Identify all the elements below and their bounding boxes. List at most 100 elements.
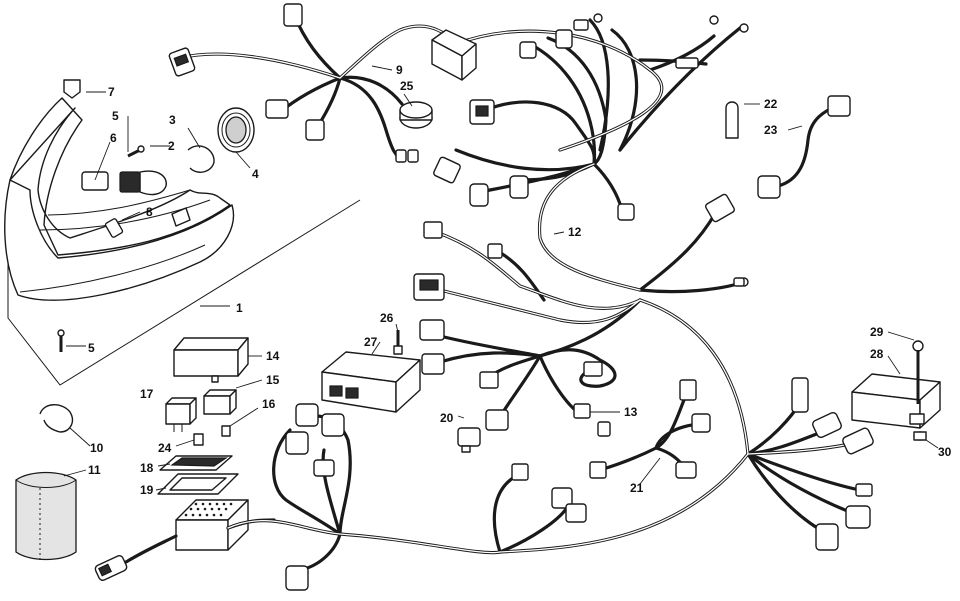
callout-27: 27 (364, 335, 378, 349)
callout-10: 10 (90, 441, 104, 455)
fuse-box-gasket (155, 473, 239, 495)
connector-21-bottom (675, 461, 697, 479)
headlight-bulb (81, 170, 167, 196)
retaining-clip (187, 145, 215, 173)
connector-s (485, 409, 509, 431)
callout-6: 6 (110, 131, 117, 145)
bolt-26 (393, 330, 403, 355)
loose-parts (15, 337, 263, 561)
connector-l (705, 193, 735, 223)
connector-af (842, 427, 874, 455)
connector-i (519, 41, 537, 59)
fuse-small (175, 433, 204, 447)
bulb-boot (217, 107, 255, 153)
wire-clip (725, 101, 739, 139)
connector-ag (855, 483, 873, 497)
connector-ab (313, 459, 335, 477)
callout-20: 20 (440, 411, 454, 425)
callout-22: 22 (764, 97, 778, 111)
hose-clamp (39, 404, 74, 433)
callout-24: 24 (158, 441, 172, 455)
callout-30: 30 (938, 445, 952, 459)
fuse-panel-label (157, 455, 233, 471)
relay-small (165, 397, 197, 432)
callout-19: 19 (140, 483, 154, 497)
callout-26: 26 (380, 311, 394, 325)
connector-n (487, 243, 503, 259)
fuse (221, 407, 259, 437)
connector-w (551, 487, 573, 509)
callout-labels: 1 2 3 4 5 5 6 7 8 9 10 11 12 13 14 15 16… (88, 63, 952, 497)
screw-lower (57, 329, 65, 352)
connector-f (433, 156, 461, 184)
bolt-29 (912, 340, 924, 404)
connector-x (565, 503, 587, 523)
relay-box (173, 337, 262, 383)
connector-j (555, 29, 573, 49)
connector-h (509, 175, 529, 199)
connector-d (305, 119, 325, 141)
headlight-assembly (4, 79, 361, 386)
diagnostic-plug (94, 555, 128, 581)
leader-lines (371, 65, 939, 485)
callout-2: 2 (168, 139, 175, 153)
callout-13: 13 (624, 405, 638, 419)
connector-c (265, 99, 289, 119)
connector-21-top (679, 379, 697, 401)
callout-5-lower: 5 (88, 341, 95, 355)
connector-21-left (589, 461, 607, 479)
callout-7: 7 (108, 85, 115, 99)
wire-harness (124, 12, 862, 572)
terminal-b (407, 149, 419, 163)
connector-ac (285, 565, 309, 591)
callout-16: 16 (262, 397, 276, 411)
connector-ae (812, 411, 842, 439)
connector-23-top (827, 95, 851, 117)
callout-1: 1 (236, 301, 243, 315)
headlight-bracket (63, 79, 81, 99)
callout-14: 14 (266, 349, 280, 363)
connector-v (511, 463, 529, 481)
callout-29: 29 (870, 325, 884, 339)
ring-terminal-2 (675, 57, 699, 69)
connector-20 (457, 427, 481, 453)
callout-15: 15 (266, 373, 280, 387)
callout-23: 23 (764, 123, 778, 137)
connector-main-top (431, 29, 477, 81)
connector-m (423, 221, 443, 239)
callout-9: 9 (396, 63, 403, 77)
connector-t (573, 403, 591, 419)
connector-g (469, 183, 489, 207)
connector-23-bottom (757, 175, 781, 199)
ring-terminal-1 (573, 19, 589, 31)
callout-8: 8 (146, 205, 153, 219)
fuse-box (175, 499, 249, 551)
connector-ai (815, 523, 839, 551)
callout-3: 3 (169, 113, 176, 127)
callout-12: 12 (568, 225, 582, 239)
connector-o (413, 273, 445, 301)
terminal-a (395, 149, 407, 163)
connector-u (583, 361, 603, 377)
connector-13 (597, 421, 611, 437)
control-module-28 (851, 373, 941, 429)
horn-relay (399, 101, 433, 129)
connector-z (321, 413, 345, 437)
callout-18: 18 (140, 461, 154, 475)
callout-4: 4 (252, 167, 259, 181)
control-module-27 (321, 351, 421, 413)
connector-q (421, 353, 445, 375)
connector-ah (845, 505, 871, 529)
callout-25: 25 (400, 79, 414, 93)
connector-r (479, 371, 499, 389)
screw-upper (127, 145, 145, 158)
connector-21-right (691, 413, 711, 433)
connector-ad (791, 377, 809, 413)
connector-b (283, 3, 303, 27)
protective-sleeve (15, 469, 87, 561)
callout-5-upper: 5 (112, 109, 119, 123)
callout-11: 11 (88, 463, 101, 477)
connector-p (419, 319, 445, 341)
relay (203, 379, 263, 415)
